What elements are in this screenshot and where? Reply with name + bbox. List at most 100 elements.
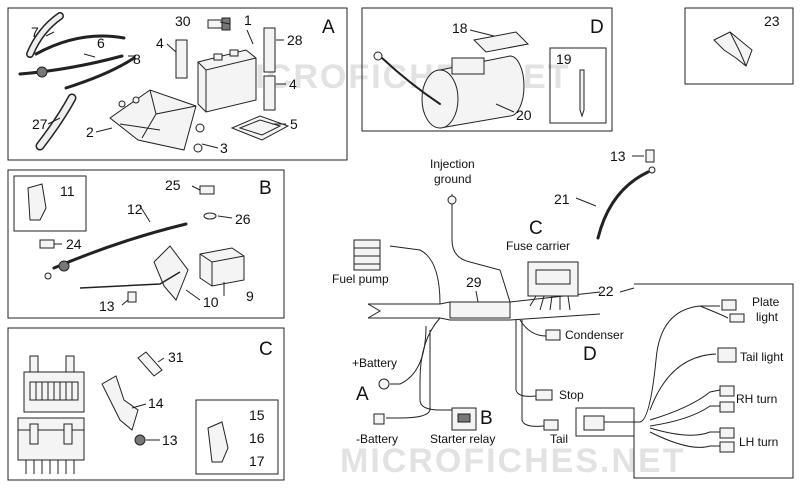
part-label-26: 26 <box>235 211 251 227</box>
plate-light-connector <box>721 299 737 311</box>
tail-connector <box>543 419 559 431</box>
section-c-letter: C <box>259 339 273 360</box>
label-tail: Tail <box>550 432 568 446</box>
part-label-16: 16 <box>249 430 265 446</box>
section-a-frame <box>7 7 348 161</box>
part-label-5: 5 <box>290 116 298 132</box>
cable-21 <box>596 170 650 240</box>
bracket-14 <box>101 375 139 431</box>
inset-19-frame <box>549 47 607 124</box>
section-d-fuel-pump-group: D 19 18 20 <box>361 7 613 132</box>
section-a-letter: A <box>322 17 335 38</box>
battery-drawing <box>197 49 257 113</box>
battery-plus-terminal <box>378 378 390 390</box>
part-label-7: 7 <box>31 24 39 40</box>
cable-6 <box>34 34 126 56</box>
rh-turn-connector <box>719 385 735 397</box>
part-label-31: 31 <box>168 349 184 365</box>
part-label-29: 29 <box>466 274 482 290</box>
part-label-4-left: 4 <box>156 35 164 51</box>
section-a-battery-group: A <box>7 7 348 161</box>
part-label-12: 12 <box>127 201 143 217</box>
watermark-bottom: MICROFICHES.NET <box>340 442 685 480</box>
label-starter-relay: Starter relay <box>430 432 495 446</box>
part-label-8: 8 <box>133 51 141 67</box>
label-stop: Stop <box>559 388 584 402</box>
part-label-28: 28 <box>287 32 303 48</box>
battery-tray-drawing <box>109 89 197 151</box>
label-battery-plus: +Battery <box>352 356 397 370</box>
connector-letter-d: D <box>583 344 597 365</box>
section-b-letter: B <box>259 178 272 199</box>
washer-26 <box>203 212 217 220</box>
gasket-5 <box>230 115 290 141</box>
strip-31 <box>137 351 163 377</box>
label-battery-minus: -Battery <box>356 432 398 446</box>
part-label-20: 20 <box>516 107 532 123</box>
inset-15-frame <box>195 399 279 475</box>
fuse-11 <box>27 183 47 221</box>
label-condenser: Condenser <box>565 328 624 342</box>
fuse-carrier-connector <box>527 261 579 311</box>
part-label-11: 11 <box>60 183 75 199</box>
nut-13-c <box>134 434 146 446</box>
part-label-9: 9 <box>246 288 254 304</box>
harness-sleeve-29 <box>449 301 511 319</box>
bolt-25 <box>199 185 215 195</box>
fuse-carrier-upper <box>23 355 85 413</box>
part-label-25: 25 <box>165 177 181 193</box>
connector-letter-c: C <box>529 218 543 239</box>
label-lh-turn: LH turn <box>739 435 778 449</box>
label-plate: Plate <box>752 295 780 309</box>
connector-letter-a: A <box>356 384 369 405</box>
part-label-18: 18 <box>452 20 468 36</box>
part-label-21: 21 <box>554 191 570 207</box>
part-label-3: 3 <box>220 140 228 156</box>
lh-turn-connector <box>719 427 735 439</box>
cable-8 <box>64 56 136 90</box>
relay-9-drawing <box>199 247 245 287</box>
label-rh-turn: RH turn <box>736 392 777 406</box>
inset-11-frame <box>13 175 87 232</box>
part-label-14: 14 <box>148 395 164 411</box>
bolt-24 <box>39 239 55 249</box>
screw-13-top <box>645 149 655 163</box>
battery-minus-terminal <box>373 413 385 425</box>
section-23-clamp: 23 <box>684 7 794 85</box>
cable-8-top <box>18 54 124 76</box>
fuse-15 <box>207 421 229 463</box>
part-label-23: 23 <box>764 13 780 29</box>
part-label-27: 27 <box>32 116 48 132</box>
section-d-frame <box>361 7 613 132</box>
part-label-13-top: 13 <box>610 148 626 164</box>
section-c-fuse-group: C 31 14 13 15 16 17 <box>7 327 285 481</box>
part-label-10: 10 <box>203 294 219 310</box>
section-b-cable-group: B 11 12 25 26 24 9 10 13 <box>7 169 285 319</box>
connector-letter-b: B <box>480 408 493 429</box>
part-label-30: 30 <box>175 13 191 29</box>
section-c-frame <box>7 327 285 481</box>
label-fuel-pump: Fuel pump <box>332 272 389 286</box>
screw-13-b <box>127 291 137 303</box>
pad-4-right <box>263 75 276 111</box>
fuel-pump-connector <box>353 239 381 271</box>
cable-12 <box>52 222 188 270</box>
pad-4-left <box>175 39 188 79</box>
tail-light-connector <box>717 347 737 363</box>
part-label-19: 19 <box>556 51 572 67</box>
section-23-frame <box>684 7 794 85</box>
pin-19 <box>579 69 585 118</box>
part-label-6: 6 <box>97 35 105 51</box>
part-label-13-b: 13 <box>99 298 115 314</box>
bolt-30 <box>207 19 223 29</box>
pad-28 <box>263 27 276 73</box>
label-injection: Injection <box>430 157 475 171</box>
stop-connector <box>535 389 553 401</box>
bracket-10 <box>153 245 189 301</box>
rear-harness-connector <box>583 415 605 431</box>
part-label-1: 1 <box>244 12 252 28</box>
plate-18 <box>472 31 530 53</box>
fuse-carrier-lower <box>17 417 85 474</box>
part-label-4-right: 4 <box>289 76 297 92</box>
